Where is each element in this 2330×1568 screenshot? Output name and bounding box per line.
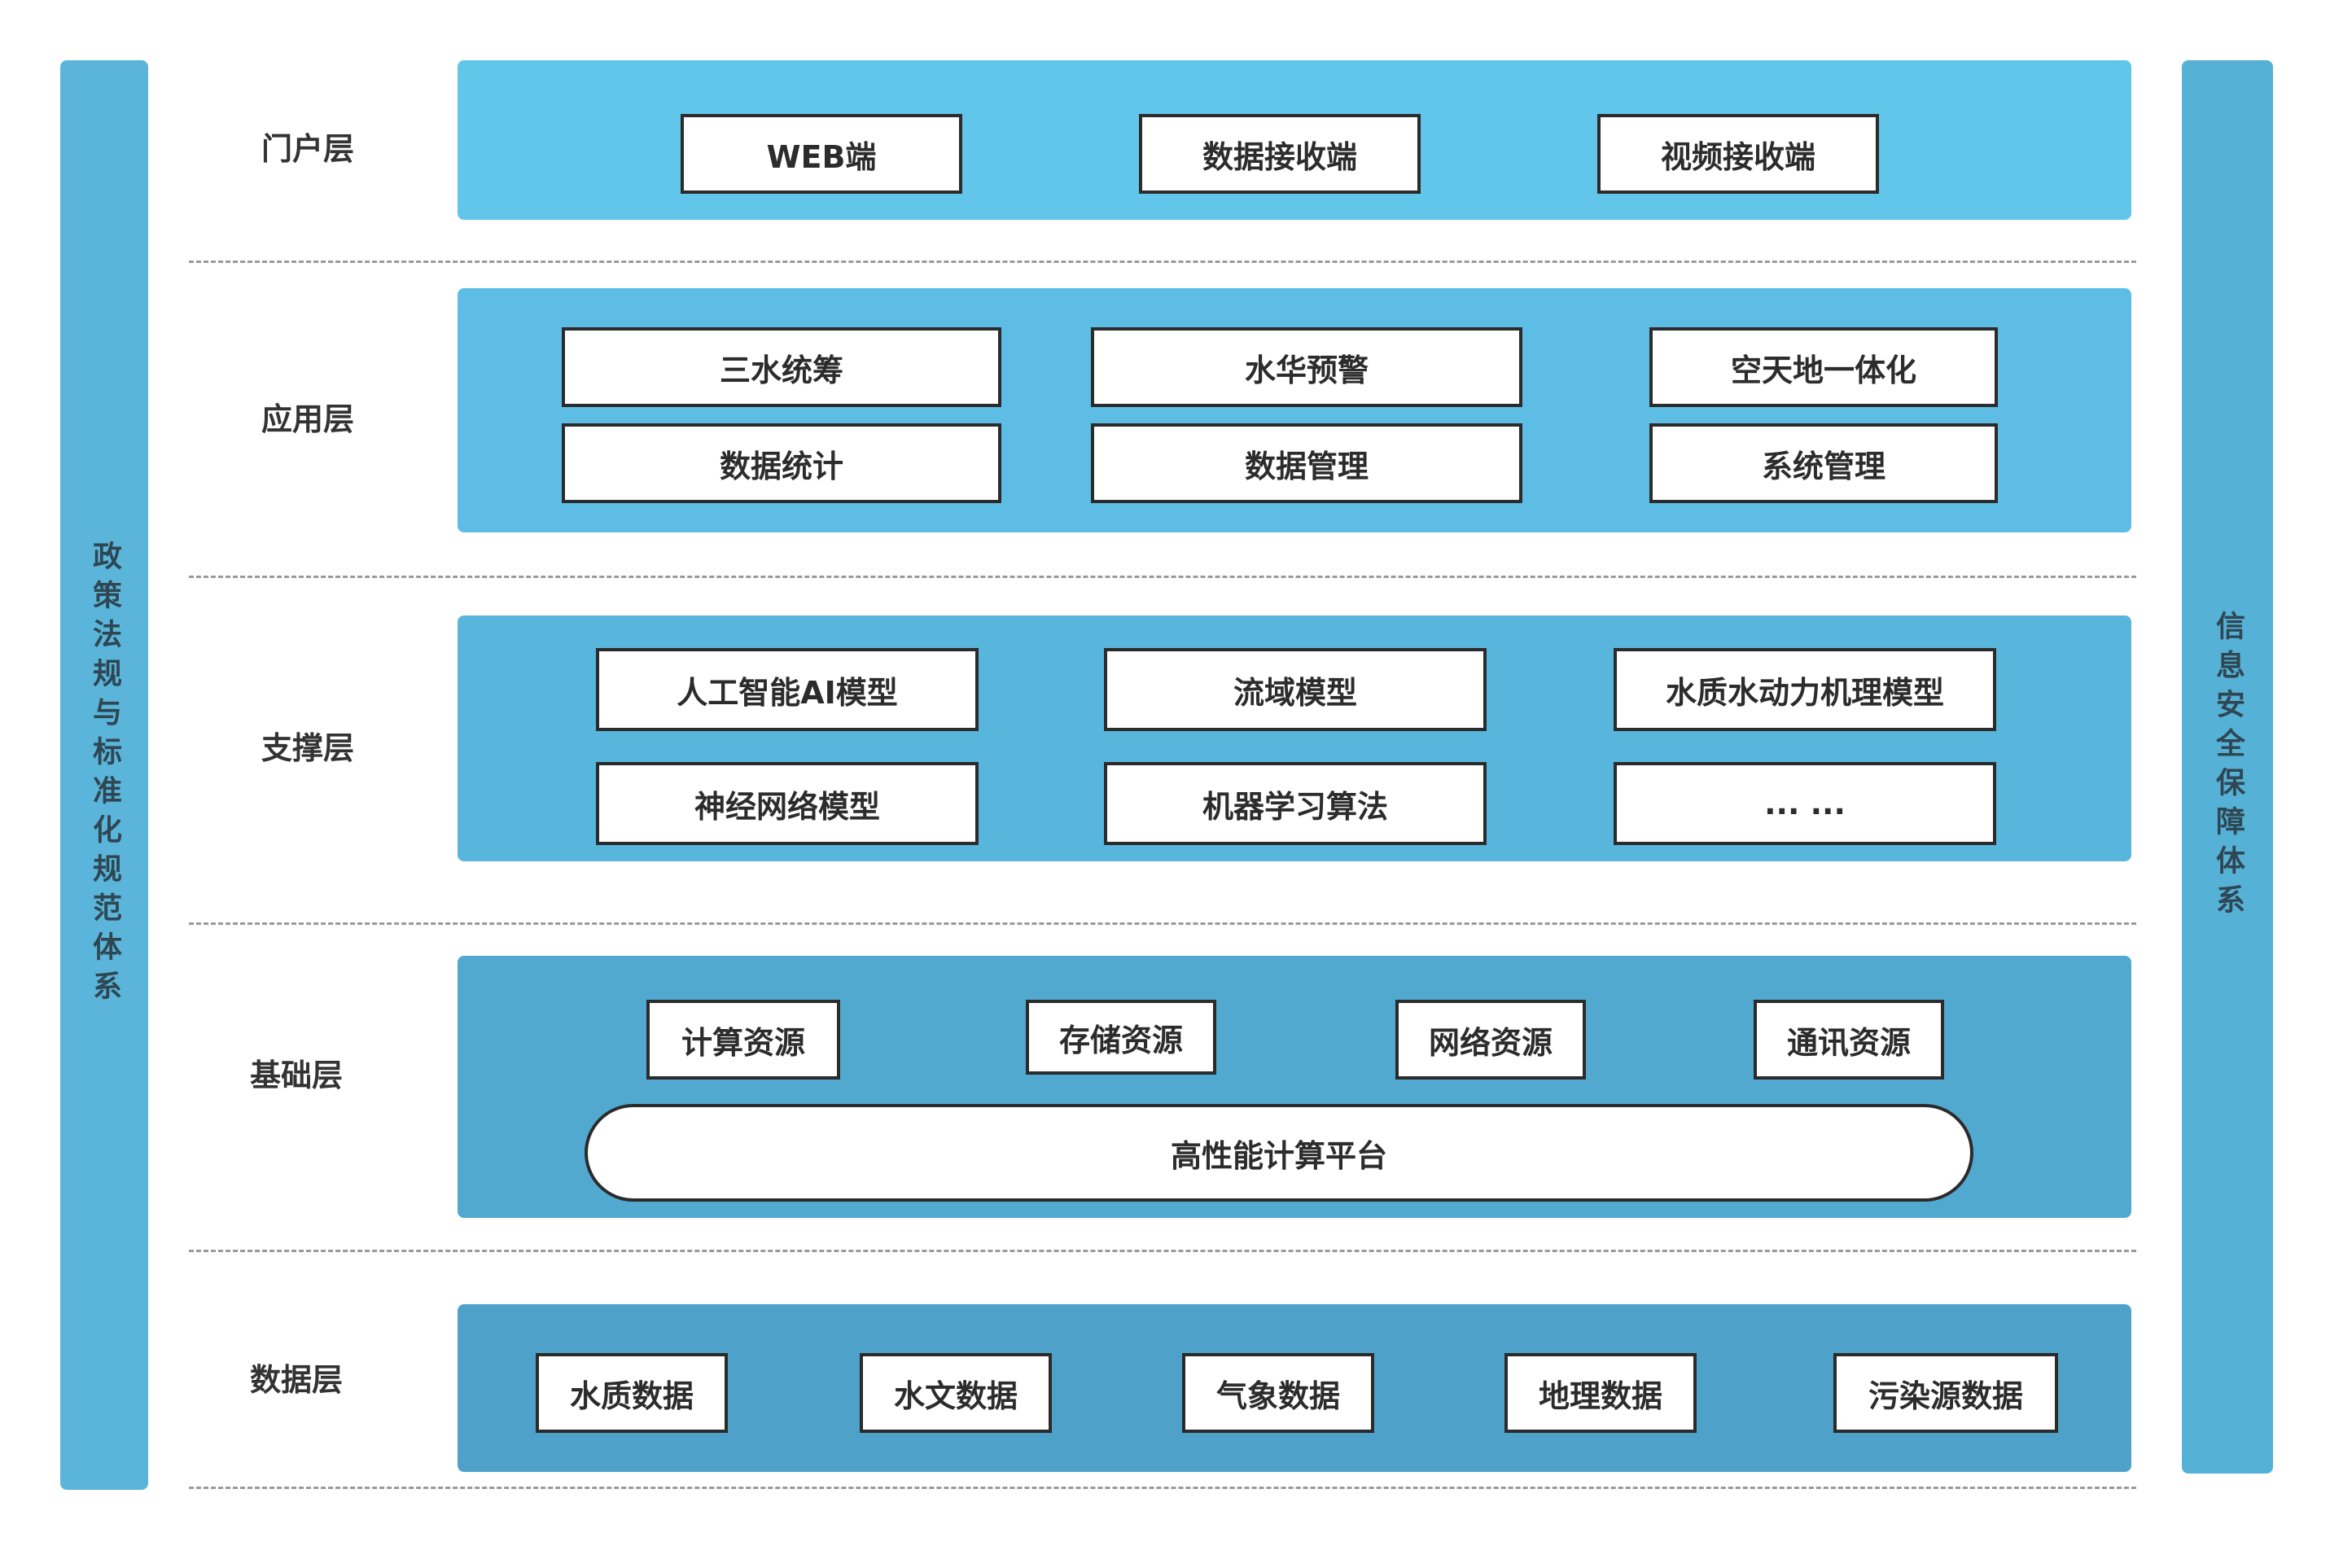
portal-layer-band: WEB端 数据接收端 视频接收端 [458,60,2131,220]
system-management-box: 系统管理 [1649,423,1998,503]
portal-layer-label: 门户层 [261,131,354,167]
policy-standards-sidebar: 政策法规与标准化规范体系 [60,60,148,1490]
storage-resource-box: 存储资源 [1026,1000,1216,1075]
watershed-model-box: 流域模型 [1104,648,1487,731]
layer-divider [189,922,2136,925]
data-statistics-box: 数据统计 [562,423,1001,503]
data-receiver-box: 数据接收端 [1139,114,1421,194]
data-layer-band: 水质数据 水文数据 气象数据 地理数据 污染源数据 [458,1304,2131,1472]
network-resource-box: 网络资源 [1395,1000,1586,1080]
hydrology-data-box: 水文数据 [860,1353,1052,1433]
data-layer-label: 数据层 [249,1362,343,1398]
hpc-platform-box: 高性能计算平台 [585,1104,1973,1202]
compute-resource-box: 计算资源 [646,1000,840,1080]
policy-standards-label: 政策法规与标准化规范体系 [88,541,121,1010]
ai-model-box: 人工智能AI模型 [596,648,979,731]
pollution-source-data-box: 污染源数据 [1833,1353,2058,1433]
web-client-box: WEB端 [681,114,962,194]
support-layer-label: 支撑层 [261,730,354,766]
layer-divider [189,1487,2136,1489]
machine-learning-box: 机器学习算法 [1104,762,1487,845]
application-layer-band: 三水统筹 水华预警 空天地一体化 数据统计 数据管理 系统管理 [458,288,2131,532]
neural-network-model-box: 神经网络模型 [596,762,979,845]
meteorology-data-box: 气象数据 [1182,1353,1374,1433]
data-management-box: 数据管理 [1091,423,1522,503]
security-assurance-sidebar: 信息安全保障体系 [2182,60,2273,1474]
application-layer-label: 应用层 [261,401,354,437]
three-waters-box: 三水统筹 [562,327,1001,407]
foundation-layer-label: 基础层 [249,1058,343,1093]
foundation-layer-band: 计算资源 存储资源 网络资源 通讯资源 高性能计算平台 [458,956,2131,1218]
algal-bloom-warning-box: 水华预警 [1091,327,1522,407]
video-receiver-box: 视频接收端 [1597,114,1879,194]
layer-divider [189,261,2136,263]
security-assurance-label: 信息安全保障体系 [2211,611,2245,923]
communication-resource-box: 通讯资源 [1754,1000,1944,1080]
layer-divider [189,576,2136,578]
support-layer-band: 人工智能AI模型 流域模型 水质水动力机理模型 神经网络模型 机器学习算法 ..… [458,615,2131,861]
more-ellipsis-box: ... ... [1614,762,1996,845]
water-quality-hydrodynamic-model-box: 水质水动力机理模型 [1614,648,1996,731]
layer-divider [189,1250,2136,1252]
space-air-ground-box: 空天地一体化 [1649,327,1998,407]
water-quality-data-box: 水质数据 [536,1353,728,1433]
geography-data-box: 地理数据 [1504,1353,1697,1433]
